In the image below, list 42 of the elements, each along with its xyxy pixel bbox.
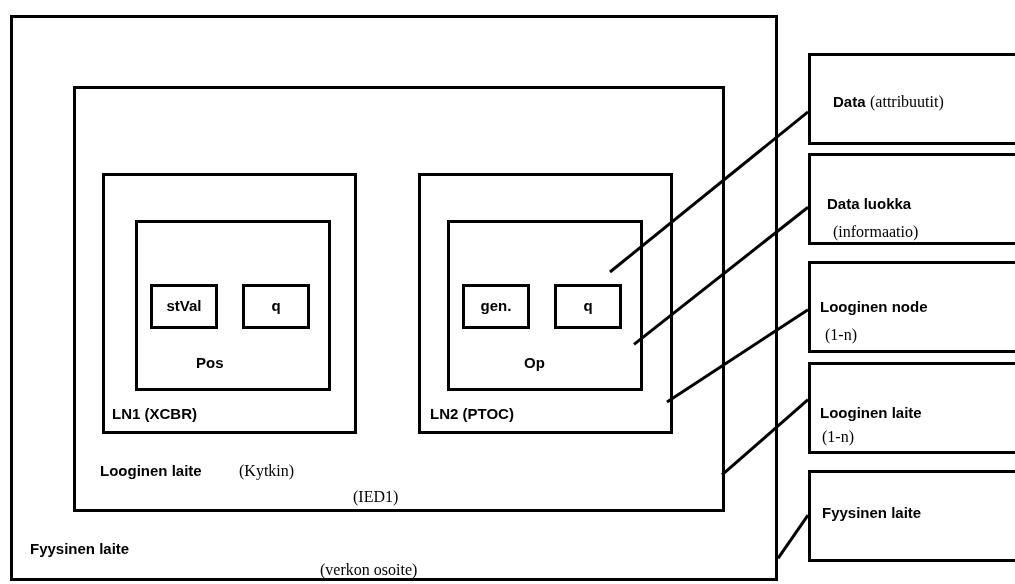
note-text: (1-n) (822, 427, 854, 448)
connector-line (609, 110, 809, 274)
box-label: q (271, 296, 281, 317)
data-attribute-box (150, 284, 218, 329)
container-box (102, 173, 357, 434)
box-label: Op (524, 353, 545, 373)
box-label: Looginen laite (820, 403, 922, 423)
box-label: Looginen node (820, 297, 928, 317)
box-label: gen. (480, 296, 512, 317)
connector-line (633, 206, 809, 346)
connector-line (666, 308, 809, 404)
box-label: LN1 (XCBR) (112, 404, 197, 424)
connector-line (776, 514, 810, 560)
note-text: (informaatio) (833, 222, 919, 243)
container-box (808, 470, 1015, 562)
box-label: Looginen laite (100, 461, 202, 481)
container-box (808, 53, 1015, 145)
container-box (73, 86, 725, 512)
box-label: Data luokka (827, 194, 912, 214)
container-box (135, 220, 331, 391)
box-label: Data (833, 92, 866, 112)
container-box (10, 15, 778, 581)
container-box (808, 261, 1015, 353)
container-box (447, 220, 643, 391)
note-text: (verkon osoite) (320, 560, 418, 580)
data-attribute-box (242, 284, 310, 329)
note-text: (IED1) (353, 487, 399, 508)
box-label: Pos (196, 353, 224, 373)
box-label: LN2 (PTOC) (430, 404, 514, 424)
connector-line (721, 398, 809, 477)
box-label: q (583, 296, 593, 317)
box-label: Fyysinen laite (822, 503, 922, 523)
data-attribute-box (462, 284, 530, 329)
box-label: Fyysinen laite (30, 539, 130, 559)
note-text: (1-n) (825, 325, 857, 346)
data-attribute-box (554, 284, 622, 329)
container-box (808, 362, 1015, 454)
note-text: (Kytkin) (239, 461, 295, 482)
note-text: (attribuutit) (870, 92, 944, 113)
box-label: stVal (166, 296, 202, 317)
container-box (808, 153, 1015, 245)
container-box (418, 173, 673, 434)
